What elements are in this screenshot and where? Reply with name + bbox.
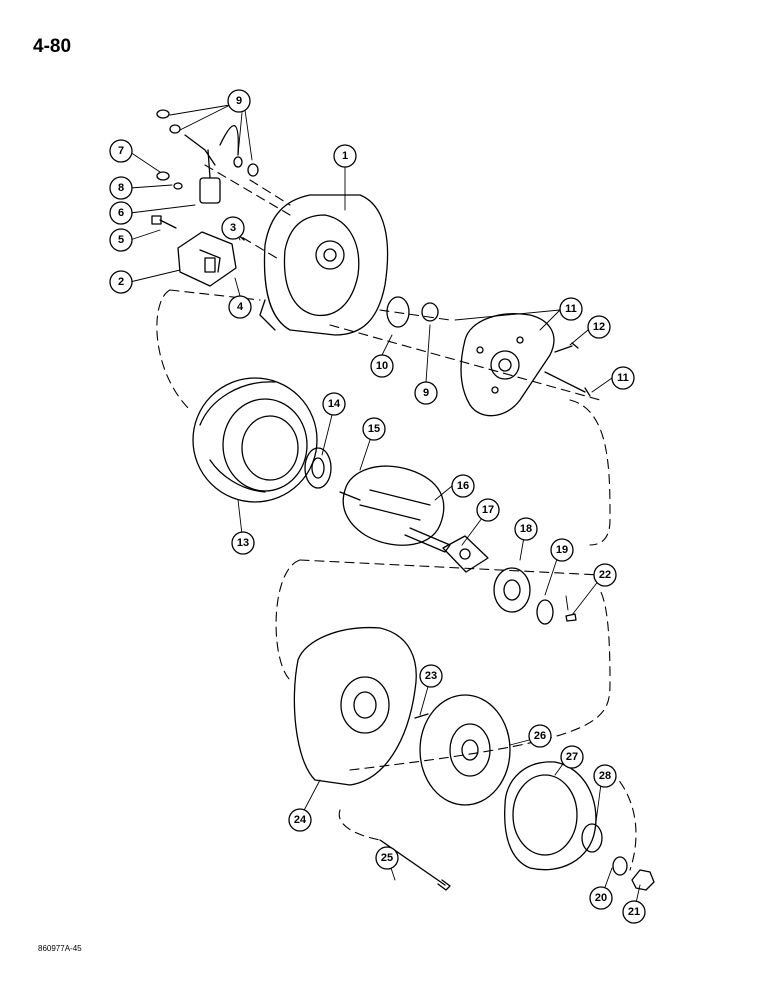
callout-27: 27	[566, 751, 578, 763]
callout-9-top: 9	[236, 95, 242, 107]
washer-19	[536, 599, 554, 625]
cooling-fan	[419, 694, 511, 806]
bearing-14	[304, 447, 332, 489]
callout-8: 8	[118, 182, 124, 194]
callout-1: 1	[342, 150, 348, 162]
callout-7: 7	[118, 145, 124, 157]
callout-circle	[451, 474, 475, 498]
bearing-18	[493, 567, 531, 613]
callout-3: 3	[230, 222, 236, 234]
rectifier-bridge	[460, 313, 555, 417]
callout-28: 28	[599, 770, 611, 782]
callout-circle	[528, 724, 552, 748]
callout-10: 10	[376, 360, 388, 372]
callout-9-nut: 9	[423, 387, 429, 399]
callout-circle	[587, 315, 611, 339]
callout-circle	[370, 354, 394, 378]
nut	[421, 302, 439, 322]
callout-2: 2	[118, 276, 124, 288]
spacer-28	[581, 823, 603, 853]
callout-21: 21	[628, 906, 640, 918]
callout-22: 22	[599, 569, 611, 581]
callout-circle	[228, 295, 252, 319]
screw-12	[554, 342, 579, 353]
callout-circle	[231, 531, 255, 555]
callout-circle	[109, 228, 133, 252]
screw-11	[544, 371, 591, 397]
wire-lead-assembly	[156, 109, 259, 204]
callout-circle	[109, 176, 133, 200]
rotor	[339, 465, 451, 553]
small-hardware	[151, 171, 245, 241]
callout-circle	[109, 139, 133, 163]
front-housing	[293, 626, 417, 786]
callout-circle	[593, 563, 617, 587]
callout-circle	[611, 366, 635, 390]
callout-11-bottom: 11	[617, 372, 629, 384]
callout-18: 18	[520, 523, 532, 535]
o-ring	[386, 296, 410, 328]
rear-housing	[259, 194, 389, 336]
callout-5: 5	[118, 234, 124, 246]
screw-23	[414, 713, 429, 719]
callout-circle	[559, 297, 583, 321]
callout-25: 25	[381, 852, 393, 864]
nut-21	[631, 869, 655, 891]
callout-6: 6	[118, 207, 124, 219]
callout-circle	[288, 808, 312, 832]
callout-circle	[622, 900, 646, 924]
callout-13: 13	[237, 537, 249, 549]
callout-circle	[221, 216, 245, 240]
callout-14: 14	[328, 398, 341, 410]
callout-circle	[227, 89, 251, 113]
callout-15: 15	[368, 423, 380, 435]
callout-circle	[109, 270, 133, 294]
callout-circle	[514, 517, 538, 541]
callout-4: 4	[237, 301, 244, 313]
callout-24: 24	[294, 814, 307, 826]
callout-circle	[589, 886, 613, 910]
callout-circle	[476, 498, 500, 522]
callout-circle	[560, 745, 584, 769]
callout-circle	[593, 764, 617, 788]
callout-16: 16	[457, 480, 469, 492]
washer-20	[612, 856, 628, 876]
callout-circle	[375, 846, 399, 870]
leader-lines	[129, 104, 641, 913]
callout-26: 26	[534, 730, 546, 742]
key-22	[565, 613, 577, 622]
callout-11-top: 11	[565, 303, 577, 315]
callout-circle	[362, 417, 386, 441]
regulator-brush-holder	[177, 231, 237, 287]
stator	[192, 377, 318, 503]
callout-17: 17	[482, 504, 494, 516]
callout-12: 12	[593, 321, 605, 333]
page-number: 4-80	[33, 36, 72, 57]
assembly-guide-lines	[156, 164, 637, 871]
pulley	[504, 761, 597, 871]
figure-code: 860977A-45	[38, 944, 82, 953]
retainer-plate	[442, 535, 489, 573]
callout-circle	[419, 664, 443, 688]
callout-circle	[109, 201, 133, 225]
callout-circle	[322, 392, 346, 416]
callout-circle	[333, 144, 357, 168]
callout-20: 20	[595, 892, 607, 904]
callout-19: 19	[556, 544, 568, 556]
callout-circle	[414, 381, 438, 405]
callout-circle	[550, 538, 574, 562]
callout-23: 23	[425, 670, 437, 682]
